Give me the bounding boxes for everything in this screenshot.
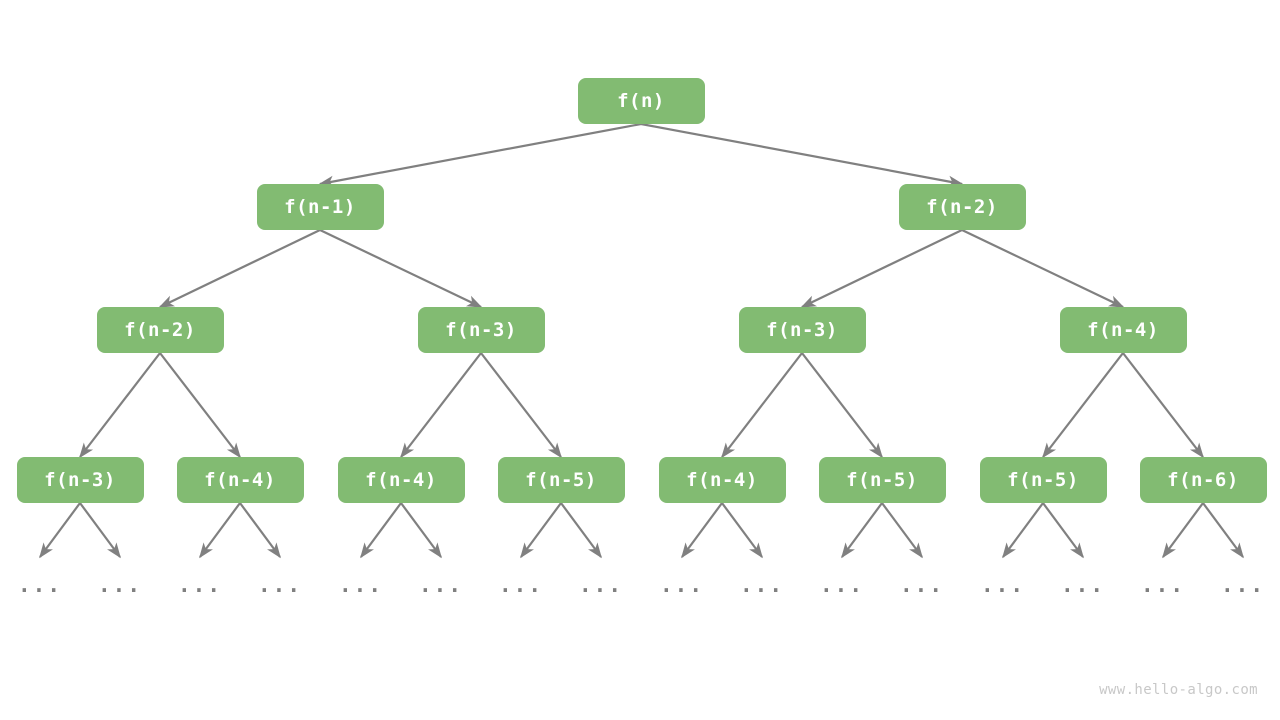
tree-node-n9: f(n-4) bbox=[337, 457, 465, 503]
tree-ellipsis-e1: ... bbox=[98, 573, 142, 597]
tree-ellipsis-e14: ... bbox=[1141, 573, 1185, 597]
tree-ellipsis-e10: ... bbox=[820, 573, 864, 597]
tree-node-n7: f(n-3) bbox=[16, 457, 144, 503]
tree-ellipsis-e5: ... bbox=[419, 573, 463, 597]
tree-edge-n1-to-n3 bbox=[158, 229, 321, 308]
tree-edge-n6-to-n13 bbox=[1042, 352, 1124, 459]
tree-ellipsis-e11: ... bbox=[900, 573, 944, 597]
tree-edge-n12-to-e10 bbox=[841, 502, 883, 559]
tree-edge-n13-to-e12 bbox=[1002, 502, 1044, 559]
tree-node-n8: f(n-4) bbox=[176, 457, 304, 503]
tree-edge-n1-to-n4 bbox=[319, 229, 483, 308]
tree-node-n4: f(n-3) bbox=[417, 307, 545, 353]
tree-edge-n4-to-n10 bbox=[480, 352, 562, 459]
tree-ellipsis-e12: ... bbox=[981, 573, 1025, 597]
tree-ellipsis-e4: ... bbox=[339, 573, 383, 597]
tree-node-n2: f(n-2) bbox=[898, 184, 1026, 230]
tree-edge-n14-to-e14 bbox=[1162, 502, 1204, 559]
tree-node-n0: f(n) bbox=[577, 78, 705, 124]
tree-ellipsis-e9: ... bbox=[740, 573, 784, 597]
tree-edge-n5-to-n12 bbox=[801, 352, 883, 459]
tree-edge-n11-to-e8 bbox=[681, 502, 723, 559]
tree-edge-n8-to-e3 bbox=[239, 502, 281, 559]
tree-node-n13: f(n-5) bbox=[979, 457, 1107, 503]
tree-edge-n5-to-n11 bbox=[721, 352, 803, 459]
tree-edge-n8-to-e2 bbox=[199, 502, 241, 559]
tree-edge-n13-to-e13 bbox=[1042, 502, 1084, 559]
tree-ellipsis-e13: ... bbox=[1061, 573, 1105, 597]
tree-ellipsis-e15: ... bbox=[1221, 573, 1265, 597]
tree-node-n12: f(n-5) bbox=[818, 457, 946, 503]
tree-node-n11: f(n-4) bbox=[658, 457, 786, 503]
tree-node-n5: f(n-3) bbox=[738, 307, 866, 353]
tree-ellipsis-e3: ... bbox=[258, 573, 302, 597]
tree-edge-n0-to-n1 bbox=[318, 122, 642, 188]
tree-node-n10: f(n-5) bbox=[497, 457, 625, 503]
tree-edge-n2-to-n5 bbox=[800, 229, 963, 308]
watermark: www.hello-algo.com bbox=[1099, 682, 1258, 698]
tree-edge-n7-to-e0 bbox=[39, 502, 81, 559]
tree-edge-n9-to-e4 bbox=[360, 502, 402, 559]
tree-edge-n2-to-n6 bbox=[961, 229, 1125, 308]
tree-ellipsis-e0: ... bbox=[18, 573, 62, 597]
tree-edge-n3-to-n8 bbox=[159, 352, 241, 459]
tree-ellipsis-e8: ... bbox=[660, 573, 704, 597]
tree-edge-n4-to-n9 bbox=[400, 352, 482, 459]
tree-edge-n12-to-e11 bbox=[881, 502, 923, 559]
tree-edge-n11-to-e9 bbox=[721, 502, 763, 559]
tree-edge-n7-to-e1 bbox=[79, 502, 121, 559]
tree-edge-n10-to-e7 bbox=[560, 502, 602, 559]
tree-ellipsis-e7: ... bbox=[579, 573, 623, 597]
tree-ellipsis-e2: ... bbox=[178, 573, 222, 597]
tree-ellipsis-e6: ... bbox=[499, 573, 543, 597]
tree-node-n6: f(n-4) bbox=[1059, 307, 1187, 353]
tree-node-n14: f(n-6) bbox=[1139, 457, 1267, 503]
tree-node-n1: f(n-1) bbox=[256, 184, 384, 230]
tree-edge-n14-to-e15 bbox=[1202, 502, 1244, 559]
tree-edge-n3-to-n7 bbox=[79, 352, 161, 459]
tree-edge-n9-to-e5 bbox=[400, 502, 442, 559]
tree-edge-n6-to-n14 bbox=[1122, 352, 1204, 459]
tree-edge-n0-to-n2 bbox=[640, 122, 964, 188]
tree-node-n3: f(n-2) bbox=[96, 307, 224, 353]
tree-edge-n10-to-e6 bbox=[520, 502, 562, 559]
